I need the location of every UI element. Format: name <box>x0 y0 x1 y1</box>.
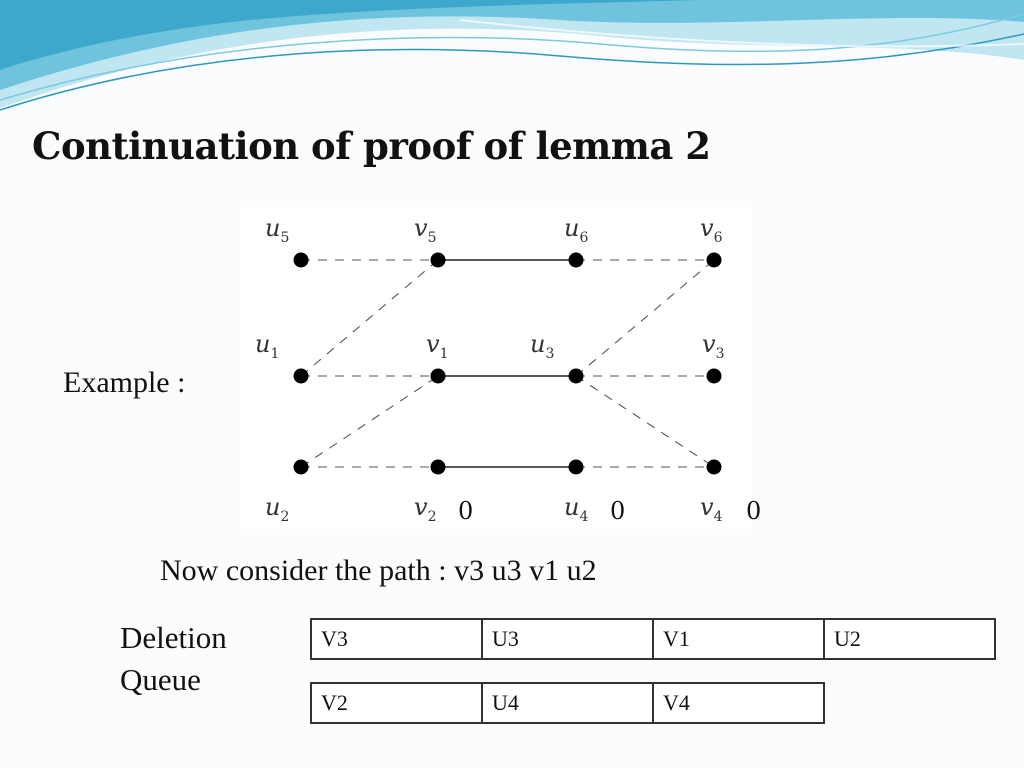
header-wave-decoration <box>0 0 1024 111</box>
node-label-u3: u3 <box>530 330 554 362</box>
node-label-u5: u5 <box>265 214 289 246</box>
node-label-v3: v3 <box>702 330 724 362</box>
node-label-v5: v5 <box>414 214 436 246</box>
node-label-base: v <box>702 330 716 358</box>
node-label-base: u <box>265 214 281 242</box>
queue-label-line-1: Deletion <box>120 620 227 655</box>
node-label-subscript: 5 <box>427 229 437 246</box>
node-v6 <box>706 252 722 268</box>
queue-cell: V1 <box>652 618 825 660</box>
queue-cell: V2 <box>310 682 483 724</box>
node-label-base: v <box>700 214 714 242</box>
node-label-subscript: 1 <box>270 345 280 362</box>
node-label-v6: v6 <box>700 214 722 246</box>
node-label-base: v <box>414 493 428 521</box>
node-label-u1: u1 <box>255 330 279 362</box>
path-description: Now consider the path : v3 u3 v1 u2 <box>160 554 597 587</box>
node-label-u4: u4 <box>564 493 588 525</box>
node-label-base: u <box>265 493 281 521</box>
edge-u3-v4 <box>575 375 715 468</box>
queue-label-line-2: Queue <box>120 662 201 697</box>
zero-label-2: 0 <box>610 497 626 525</box>
node-label-v2: v2 <box>414 493 436 525</box>
node-label-base: u <box>255 330 271 358</box>
node-v2 <box>430 459 446 475</box>
node-u4 <box>568 459 584 475</box>
node-label-subscript: 4 <box>579 508 589 525</box>
graph-canvas <box>293 252 722 475</box>
zero-label-1: 0 <box>458 497 474 525</box>
node-u1 <box>293 368 309 384</box>
edge-u2-v1 <box>300 375 439 468</box>
node-label-base: v <box>426 330 440 358</box>
node-label-v1: v1 <box>426 330 448 362</box>
edge-u3-v6 <box>575 259 715 377</box>
node-label-subscript: 6 <box>579 229 589 246</box>
deletion-queue-row-1: V3 U3 V1 U2 <box>310 618 996 660</box>
deletion-queue-row-2: V2 U4 V4 <box>310 682 825 724</box>
node-label-base: v <box>700 493 714 521</box>
node-label-subscript: 1 <box>439 345 449 362</box>
node-v4 <box>706 459 722 475</box>
node-v3 <box>706 368 722 384</box>
node-label-v4: v4 <box>700 493 722 525</box>
node-label-u6: u6 <box>564 214 588 246</box>
node-label-subscript: 3 <box>715 345 725 362</box>
node-label-subscript: 3 <box>545 345 555 362</box>
node-label-base: u <box>564 493 580 521</box>
deletion-queue-label: Deletion Queue <box>120 617 227 701</box>
node-u3 <box>568 368 584 384</box>
queue-cell: U2 <box>823 618 996 660</box>
node-label-subscript: 2 <box>427 508 437 525</box>
node-v1 <box>430 368 446 384</box>
example-label: Example : <box>63 366 186 399</box>
node-v5 <box>430 252 446 268</box>
node-u6 <box>568 252 584 268</box>
edge-u1-v5 <box>300 259 439 377</box>
node-label-subscript: 2 <box>280 508 290 525</box>
node-u5 <box>293 252 309 268</box>
node-label-base: v <box>414 214 428 242</box>
node-label-subscript: 4 <box>713 508 723 525</box>
queue-cell: V3 <box>310 618 483 660</box>
node-label-base: u <box>530 330 546 358</box>
queue-cell: U4 <box>481 682 654 724</box>
node-label-subscript: 5 <box>280 229 290 246</box>
queue-cell: U3 <box>481 618 654 660</box>
zero-label-3: 0 <box>746 497 762 525</box>
queue-cell: V4 <box>652 682 825 724</box>
node-label-subscript: 6 <box>713 229 723 246</box>
node-u2 <box>293 459 309 475</box>
node-label-u2: u2 <box>265 493 289 525</box>
node-label-base: u <box>564 214 580 242</box>
slide-title: Continuation of proof of lemma 2 <box>32 124 711 168</box>
